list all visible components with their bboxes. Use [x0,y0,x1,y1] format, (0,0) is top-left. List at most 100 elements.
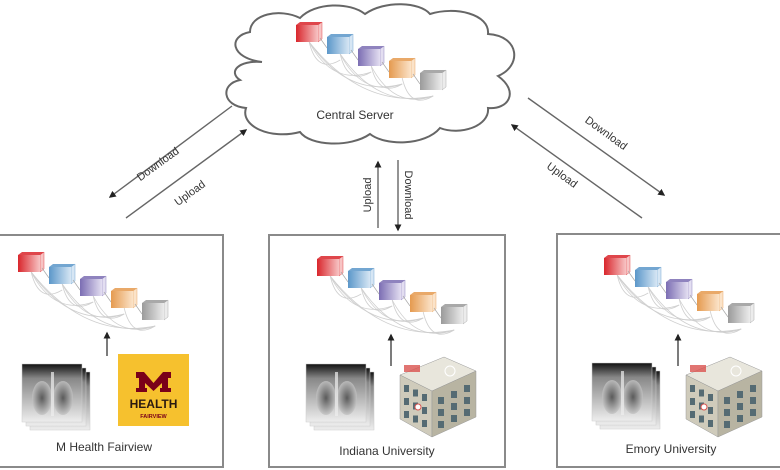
layer-connection [340,271,349,283]
layer-block [18,251,45,273]
chest-xray-stack [305,363,375,431]
site-m-health-fairview: HEALTH FAIRVIEW M Health Fairview [0,234,224,468]
layer-connection [627,270,636,282]
upload-arrow-left [125,129,248,219]
xray-image [305,363,367,423]
cnn-model-server [296,21,447,101]
skip-connection [92,295,125,319]
m-logo-icon [136,372,171,392]
download-arrow-right [527,97,666,196]
cnn-model-site [317,255,468,335]
central-server-cloud: Central Server [225,3,516,145]
cnn-model-site [604,254,755,334]
skip-connection [308,41,341,65]
upload-arrow-right [510,124,643,219]
layer-connection [658,282,667,294]
m-health-logo: HEALTH FAIRVIEW [118,354,189,426]
skip-connection [339,53,372,77]
layer-connection [720,306,729,318]
link-left: Download Upload [108,105,248,219]
cloud-icon [225,3,516,145]
layer-connection [412,73,421,85]
layer-block [358,45,385,67]
layer-block [379,279,406,301]
layer-block [410,291,437,313]
layer-block [420,69,447,91]
skip-connection [709,310,742,334]
skip-connection [329,275,362,299]
skip-connection [401,77,434,101]
skip-connection [92,295,156,330]
xray-image [591,362,653,422]
site-emory-university: Emory University [556,233,780,468]
link-right: Download Upload [510,97,666,219]
layer-block [389,57,416,79]
download-label-left: Download [135,145,182,183]
skip-connection [678,298,742,333]
skip-connection [647,286,742,333]
layer-block [111,287,138,309]
skip-connection [30,271,125,318]
central-server-label: Central Server [316,108,393,122]
link-center: Upload Download [362,160,414,232]
skip-connection [339,53,434,100]
download-label-right: Download [582,114,629,152]
layer-block [441,303,468,325]
skip-connection [329,275,424,322]
logo-line2: FAIRVIEW [140,414,167,420]
skip-connection [616,274,742,332]
skip-connection [308,41,434,99]
layer-connection [689,294,698,306]
upload-label-center: Upload [362,178,374,213]
layer-connection [134,303,143,315]
skip-connection [616,274,711,321]
skip-connection [391,299,455,334]
layer-connection [319,37,328,49]
layer-connection [41,267,50,279]
logo-line1: HEALTH [130,397,178,411]
site-name: M Health Fairview [56,440,152,454]
layer-block [49,263,76,285]
hospital-building-icon [685,356,763,438]
site-box [268,234,506,468]
hospital-building-icon [399,356,477,438]
layer-connection [433,307,442,319]
chest-xray-stack [21,363,91,431]
layer-block [604,254,631,276]
skip-connection [61,283,94,307]
layer-connection [402,295,411,307]
skip-connection [370,65,403,89]
layer-block [327,33,354,55]
skip-connection [30,271,63,295]
skip-connection [616,274,649,298]
skip-connection [678,298,711,322]
skip-connection [647,286,680,310]
layer-block [666,278,693,300]
layer-block [142,299,169,321]
upload-label-left: Upload [173,178,208,208]
chest-xray-stack [591,362,661,430]
layer-connection [72,279,81,291]
skip-connection [329,275,455,333]
skip-connection [422,311,455,335]
layer-connection [350,49,359,61]
layer-block [728,302,755,324]
skip-connection [360,287,455,334]
download-label-center: Download [402,171,414,220]
site-box [556,233,780,468]
skip-connection [391,299,424,323]
skip-connection [370,65,434,100]
layer-connection [381,61,390,73]
cnn-model-site [18,251,169,331]
layer-connection [103,291,112,303]
site-name: Emory University [626,442,717,456]
skip-connection [30,271,156,329]
site-indiana-university: Indiana University [268,234,506,468]
layer-connection [371,283,380,295]
skip-connection [308,41,403,88]
layer-block [80,275,107,297]
layer-block [296,21,323,43]
site-name: Indiana University [339,444,434,458]
skip-connection [61,283,156,330]
